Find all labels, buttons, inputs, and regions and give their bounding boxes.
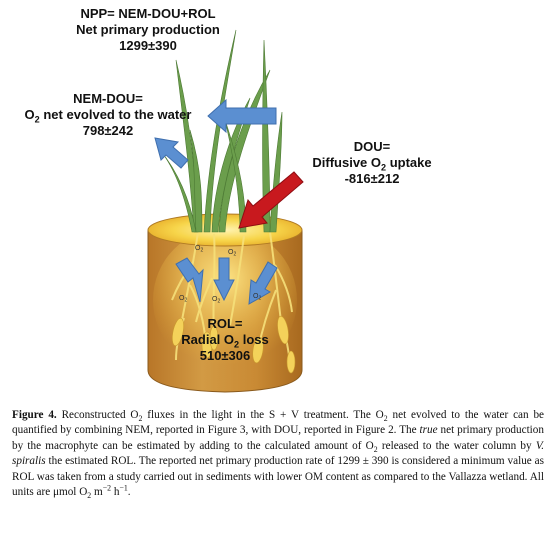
o2-markers: O2 O2 O2 O2 O2 <box>179 245 261 305</box>
figure-2-link[interactable]: 2 <box>388 424 394 437</box>
nem-dou-value: 798±242 <box>82 123 134 138</box>
dou-name: Diffusive O2 uptake <box>312 155 432 173</box>
dou-formula: DOU= <box>353 139 391 154</box>
species-name: V. spiralis <box>12 439 545 468</box>
rol-formula: ROL= <box>207 316 243 331</box>
o2-marker-2: O2 <box>228 249 236 258</box>
caption-label: Figure 4. <box>12 409 57 421</box>
rol-name: Radial O2 loss <box>181 332 269 350</box>
o2-marker-5: O2 <box>253 293 261 302</box>
figure-4: O2 O2 O2 O2 O2 NPP= NEM-DOU+ROL Net prim… <box>8 6 452 393</box>
oxygen-flux-diagram: O2 O2 O2 O2 O2 <box>147 29 304 393</box>
npp-name: Net primary production <box>76 22 220 37</box>
arrow-water-release <box>154 137 189 169</box>
o2-marker-1: O2 <box>195 245 203 254</box>
dou-label: DOU= Diffusive O2 uptake -816±212 <box>292 139 452 187</box>
arrow-rol-center <box>213 257 235 302</box>
nem-dou-formula: NEM-DOU= <box>73 91 143 106</box>
npp-value: 1299±390 <box>119 38 177 53</box>
rol-label: ROL= Radial O2 loss 510±306 <box>170 316 280 364</box>
arrow-nem-dou <box>207 98 277 134</box>
arrow-rol-left <box>175 257 204 303</box>
root-nodules <box>172 315 296 374</box>
figure-caption: Figure 4. Reconstructed O2 fluxes in the… <box>12 409 545 501</box>
arrow-rol-right <box>248 261 278 305</box>
arrow-dou <box>238 171 304 229</box>
figure-3-link[interactable]: 3 <box>239 424 246 437</box>
rol-value: 510±306 <box>199 348 251 363</box>
npp-formula: NPP= NEM-DOU+ROL <box>80 6 216 21</box>
dou-value: -816±212 <box>344 171 400 186</box>
o2-marker-3: O2 <box>179 295 187 304</box>
npp-label: NPP= NEM-DOU+ROL Net primary production … <box>48 6 248 54</box>
o2-marker-4: O2 <box>212 296 220 305</box>
nem-dou-label: NEM-DOU= O2 net evolved to the water 798… <box>8 91 208 139</box>
nem-dou-name: O2 net evolved to the water <box>24 107 192 125</box>
